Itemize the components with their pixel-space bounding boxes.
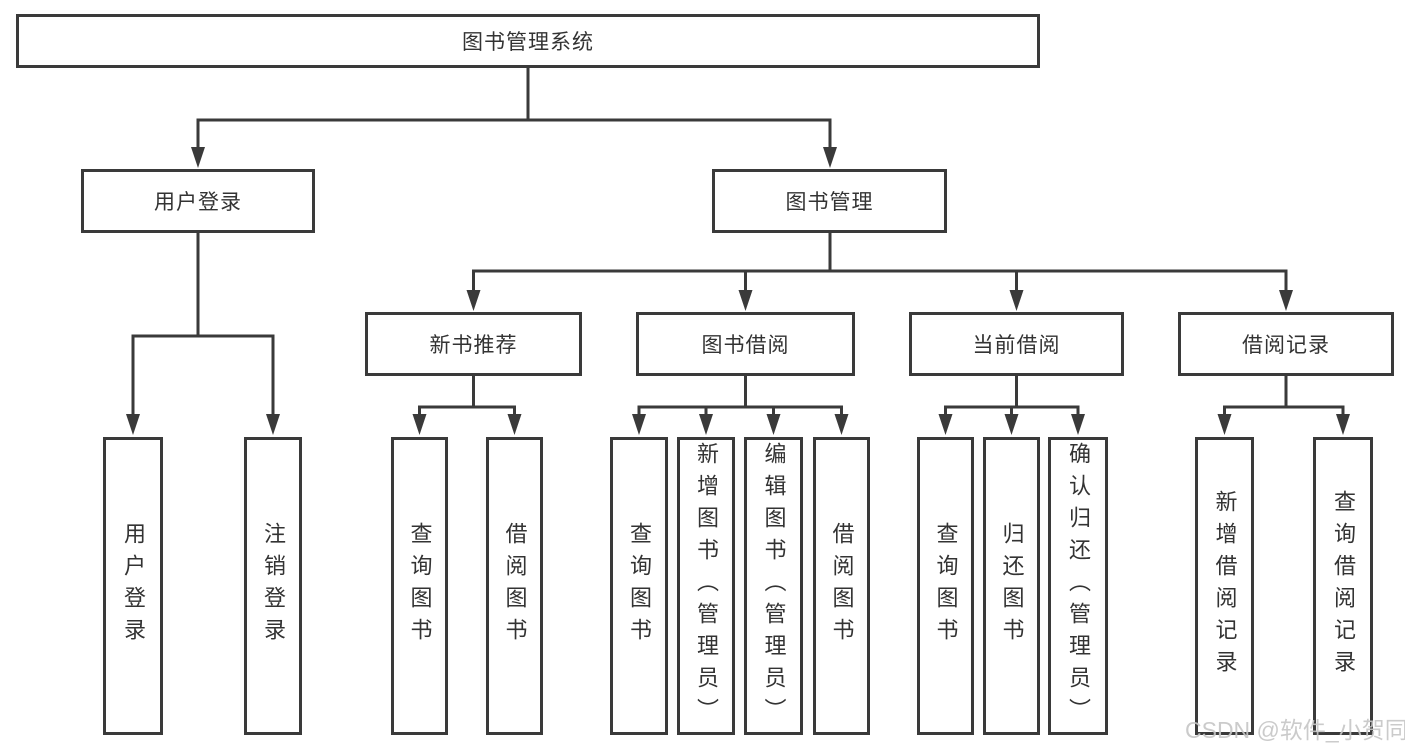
leaf-borrow-add-books-admin-label: 新增图书（管理员）: [694, 442, 719, 730]
node-borrow-records-label: 借阅记录: [1242, 334, 1330, 357]
node-book-borrow-label: 图书借阅: [701, 334, 790, 357]
leaf-user-login-label: 用户登录: [121, 522, 146, 650]
leaf-current-return-books: 归还图书: [983, 437, 1040, 735]
leaf-borrow-query-books: 查询图书: [610, 437, 668, 735]
node-new-book-recommend: 新书推荐: [365, 312, 582, 376]
node-book-management: 图书管理: [712, 169, 947, 233]
node-root-library-system: 图书管理系统: [16, 14, 1040, 68]
node-current-borrow: 当前借阅: [909, 312, 1124, 376]
node-borrow-records: 借阅记录: [1178, 312, 1394, 376]
connector-borrow-records-branch: [1217, 376, 1350, 435]
leaf-records-add-borrow-record-label: 新增借阅记录: [1212, 490, 1238, 682]
connector-recommend-branch: [412, 376, 522, 435]
csdn-watermark: CSDN @软件_小贺同学: [1185, 717, 1405, 743]
node-user-login: 用户登录: [81, 169, 315, 233]
node-current-borrow-label: 当前借阅: [972, 334, 1061, 357]
node-new-book-recommend-label: 新书推荐: [429, 334, 518, 357]
leaf-borrow-query-books-label: 查询图书: [627, 522, 652, 650]
leaf-records-add-borrow-record: 新增借阅记录: [1195, 437, 1254, 735]
connector-current-borrow-branch: [938, 376, 1085, 435]
leaf-current-return-books-label: 归还图书: [999, 522, 1025, 650]
node-book-management-label: 图书管理: [785, 191, 874, 214]
leaf-current-confirm-return-admin: 确认归还（管理员）: [1048, 437, 1108, 735]
leaf-recommend-query-books: 查询图书: [391, 437, 448, 735]
leaf-current-query-books-label: 查询图书: [933, 522, 959, 650]
leaf-recommend-borrow-books-label: 借阅图书: [502, 522, 528, 650]
connector-root-to-level2: [191, 68, 837, 168]
node-book-borrow: 图书借阅: [636, 312, 855, 376]
leaf-records-query-borrow-record-label: 查询借阅记录: [1331, 490, 1356, 682]
leaf-logout: 注销登录: [244, 437, 302, 735]
node-user-login-label: 用户登录: [154, 191, 242, 214]
leaf-user-login: 用户登录: [103, 437, 163, 735]
node-root-label: 图书管理系统: [462, 31, 594, 54]
leaf-borrow-borrow-books: 借阅图书: [813, 437, 870, 735]
leaf-records-query-borrow-record: 查询借阅记录: [1313, 437, 1373, 735]
leaf-borrow-edit-books-admin: 编辑图书（管理员）: [744, 437, 803, 735]
connector-book-management-to-level3: [466, 233, 1293, 311]
connector-book-borrow-branch: [632, 376, 849, 435]
leaf-current-query-books: 查询图书: [917, 437, 974, 735]
leaf-current-confirm-return-admin-label: 确认归还（管理员）: [1066, 442, 1091, 730]
leaf-borrow-edit-books-admin-label: 编辑图书（管理员）: [761, 442, 787, 730]
leaf-recommend-query-books-label: 查询图书: [407, 522, 433, 650]
leaf-recommend-borrow-books: 借阅图书: [486, 437, 543, 735]
leaf-borrow-add-books-admin: 新增图书（管理员）: [677, 437, 735, 735]
connector-user-login-branch: [126, 233, 280, 435]
leaf-logout-label: 注销登录: [261, 522, 286, 650]
leaf-borrow-borrow-books-label: 借阅图书: [829, 522, 855, 650]
